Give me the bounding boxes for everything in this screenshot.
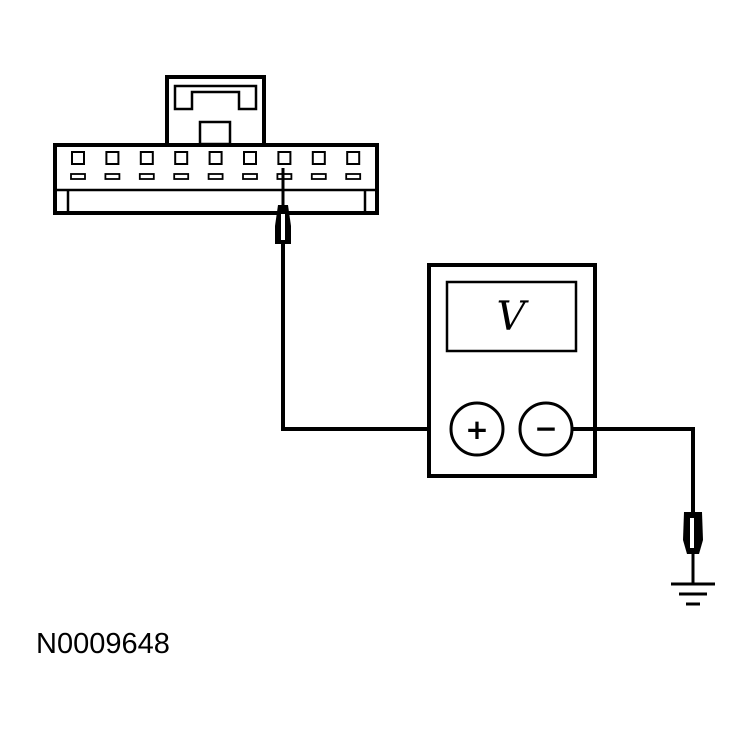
connector-pin-slot-6 (242, 173, 258, 180)
ground-probe-highlight (690, 518, 694, 548)
connector-pin-slot-4 (173, 173, 190, 180)
positive-wire (281, 244, 450, 431)
connector-pin-1 (71, 151, 85, 165)
connector-pin-9 (346, 151, 361, 165)
connector-lock-latch (173, 84, 258, 111)
connector-pin-7 (277, 151, 292, 165)
connector-pin-slot-9 (345, 173, 362, 180)
connector-pin-slot-3 (138, 173, 155, 180)
connector-pin-8 (311, 151, 326, 165)
negative-wire (572, 427, 695, 512)
connector-pin-slot-8 (310, 173, 327, 180)
voltmeter-display-label: V (497, 294, 530, 340)
connector-pin-slot-2 (104, 173, 121, 180)
connector-pin-2 (105, 151, 120, 165)
voltmeter-display (445, 280, 578, 353)
positive-lead (275, 168, 450, 431)
connector-pin-slot-5 (207, 173, 224, 180)
positive-terminal (449, 401, 505, 457)
connector-lock-key (198, 120, 232, 146)
connector (53, 75, 379, 215)
ground-icon (671, 582, 715, 606)
connector-pin-slot-1 (70, 173, 86, 180)
figure-id: N0009648 (36, 628, 170, 660)
voltmeter: V + − (427, 263, 597, 478)
connector-pins (70, 151, 362, 180)
negative-lead (572, 427, 703, 584)
connector-pin-6 (243, 151, 257, 165)
connector-pin-3 (139, 151, 154, 165)
positive-terminal-sign: + (465, 413, 488, 446)
probe-tip-highlight (281, 214, 285, 240)
connector-pin-4 (174, 151, 189, 165)
negative-terminal-sign: − (534, 412, 557, 445)
connector-pin-5 (208, 151, 223, 165)
